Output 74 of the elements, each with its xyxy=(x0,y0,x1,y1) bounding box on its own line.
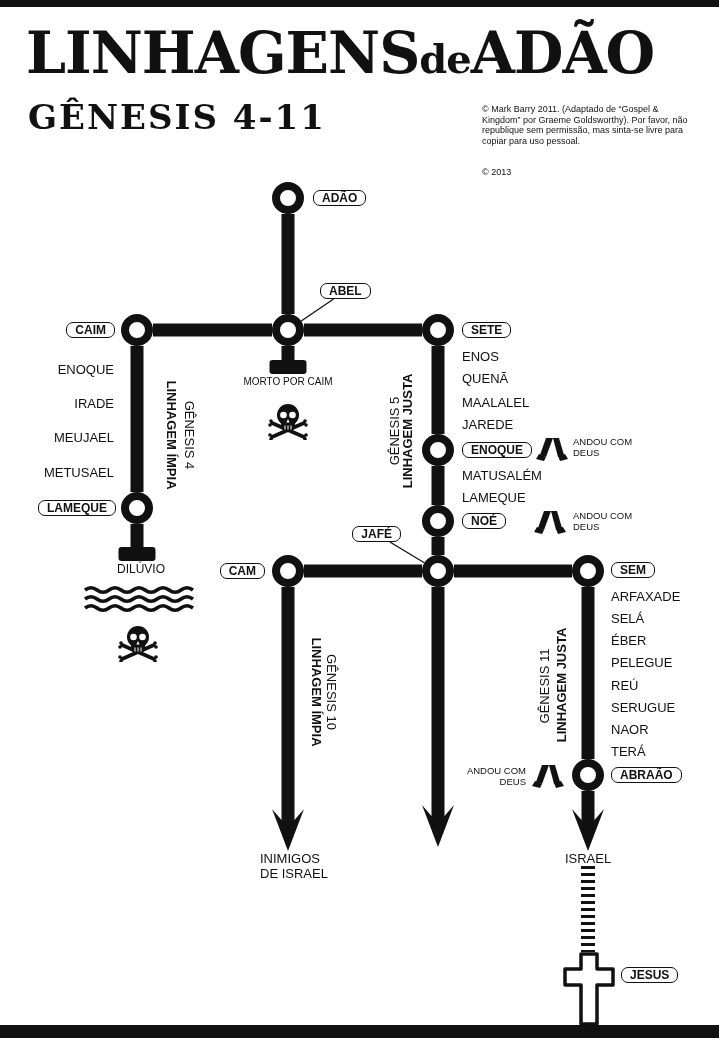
track-line xyxy=(454,564,572,578)
descendant-name: MEUJAEL xyxy=(54,430,114,445)
side-note: ANDOU COM DEUS xyxy=(466,765,526,787)
name-tag: SETE xyxy=(462,322,512,338)
station-circle xyxy=(572,555,604,587)
leader-line xyxy=(300,298,335,322)
descendant-name: LAMEQUE xyxy=(462,490,526,505)
descendant-name: SELÁ xyxy=(611,611,645,626)
leader-line xyxy=(389,541,425,564)
descendant-name: ARFAXADE xyxy=(611,589,681,604)
copyright-note: © Mark Barry 2011. (Adaptado de “Gospel & Kingdom” por Graeme Goldsworthy). Por favor, não republique sem permissão, mas sinta-se livre para copiar para uso pessoal. xyxy=(482,104,688,146)
lineage-label: LINHAGEM JUSTA xyxy=(553,627,569,743)
chapter-reference: GÊNESIS 10 xyxy=(323,654,339,730)
descendant-name: QUENÃ xyxy=(462,371,509,386)
terminus-label: MORTO POR CAIM xyxy=(243,374,333,390)
descendant-name: REÚ xyxy=(611,678,639,693)
station-circle xyxy=(572,759,604,791)
station-circle xyxy=(121,492,153,524)
descendant-name: TERÁ xyxy=(611,744,646,759)
track-line xyxy=(130,346,144,492)
descendant-name: MATUSALÉM xyxy=(462,468,542,483)
station-circle xyxy=(422,505,454,537)
name-tag: NOÉ xyxy=(462,513,506,529)
chapter-reference: GÊNESIS 11 xyxy=(536,648,552,724)
descendant-name: SERUGUE xyxy=(611,700,676,715)
name-tag: LAMEQUE xyxy=(38,500,116,516)
station-circle xyxy=(422,314,454,346)
terminus-label: INIMIGOS DE ISRAEL xyxy=(260,851,334,881)
name-tag: CAM xyxy=(219,563,265,579)
terminus-label: DILÚVIO xyxy=(117,561,165,577)
name-tag: CAIM xyxy=(66,322,115,338)
station-circle xyxy=(121,314,153,346)
track-line xyxy=(304,564,422,578)
name-tag: ABRAÃO xyxy=(611,767,682,783)
cross-icon xyxy=(563,952,615,1026)
name-tag: ABEL xyxy=(320,283,371,299)
descendant-name: NAOR xyxy=(611,722,649,737)
side-note: ANDOU COM DEUS xyxy=(573,436,633,458)
side-note: ANDOU COM DEUS xyxy=(573,510,633,532)
station-circle xyxy=(422,434,454,466)
track-line xyxy=(431,466,445,505)
name-tag: SEM xyxy=(611,562,655,578)
descendant-name: JAREDE xyxy=(462,417,514,432)
descendant-name: MAALALEL xyxy=(462,395,530,410)
station-circle xyxy=(422,555,454,587)
track-line xyxy=(304,323,422,337)
station-circle xyxy=(272,182,304,214)
track-line xyxy=(431,346,445,434)
dashed-line xyxy=(581,866,595,952)
chapter-reference: GÊNESIS 4 xyxy=(181,400,197,470)
descendant-name: ÉBER xyxy=(611,633,647,648)
descendant-name: IRADE xyxy=(74,396,114,411)
lineage-label: LINHAGEM JUSTA xyxy=(399,373,415,489)
lineage-label: LINHAGEM ÍMPIA xyxy=(308,637,324,747)
descendant-name: ENOS xyxy=(462,349,499,364)
station-circle xyxy=(272,314,304,346)
track-line xyxy=(281,214,295,314)
lineage-label: LINHAGEM ÍMPIA xyxy=(163,380,179,490)
copyright-note: © 2013 xyxy=(482,167,513,178)
station-circle xyxy=(272,555,304,587)
chapter-reference: GÊNESIS 5 xyxy=(386,396,402,466)
descendant-name: PELEGUE xyxy=(611,655,673,670)
track-line xyxy=(269,346,307,374)
terminus-label: ISRAEL xyxy=(564,851,612,866)
track-line xyxy=(153,323,272,337)
name-tag: JESUS xyxy=(621,967,679,983)
descendant-name: ENOQUE xyxy=(57,362,114,377)
track-line xyxy=(431,537,445,555)
name-tag: ADÃO xyxy=(313,190,367,206)
descendant-name: METUSAEL xyxy=(43,465,114,480)
name-tag: JAFÉ xyxy=(352,526,401,542)
subtitle: GÊNESIS 4-11 xyxy=(28,99,326,135)
track-line xyxy=(118,524,156,561)
name-tag: ENOQUE xyxy=(462,442,532,458)
